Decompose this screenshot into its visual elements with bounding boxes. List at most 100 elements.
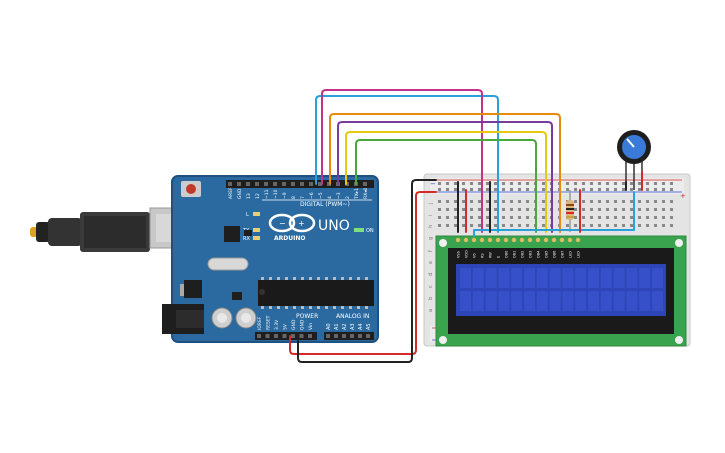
- digital-pin-label: 12: [255, 193, 261, 199]
- lcd-char-cell: [498, 268, 510, 288]
- digital-pin[interactable]: [282, 182, 286, 186]
- lcd-pin[interactable]: [463, 237, 469, 243]
- lcd-pin[interactable]: [479, 237, 485, 243]
- reset-button[interactable]: [186, 184, 196, 194]
- analog-pin[interactable]: [334, 334, 338, 338]
- power-header-label: POWER: [296, 313, 318, 320]
- usb-chip: [224, 226, 240, 242]
- analog-pin[interactable]: [358, 334, 362, 338]
- wire-cyan[interactable]: [315, 95, 499, 233]
- row-letter: f: [428, 250, 434, 252]
- lcd-char-cell: [472, 291, 484, 311]
- lcd-pin[interactable]: [551, 237, 557, 243]
- lcd-char-cell: [524, 291, 535, 311]
- digital-pin[interactable]: [291, 182, 295, 186]
- digital-pin[interactable]: [228, 182, 232, 186]
- lcd-pin[interactable]: [535, 237, 541, 243]
- lcd-pin-label: DB3: [529, 251, 533, 258]
- digital-pin[interactable]: [246, 182, 250, 186]
- power-pin[interactable]: [265, 334, 270, 338]
- lcd-char-cell: [460, 291, 471, 311]
- power-pin[interactable]: [274, 334, 278, 338]
- wire-red-power[interactable]: [289, 191, 437, 355]
- svg-text:+: +: [298, 219, 305, 228]
- resistor[interactable]: [566, 190, 574, 232]
- lcd-pin[interactable]: [543, 237, 549, 243]
- lcd-pin[interactable]: [527, 237, 533, 243]
- row-letter: e: [428, 261, 434, 264]
- digital-header-label: DIGITAL (PWM~): [300, 201, 350, 208]
- lcd-char-cell: [626, 268, 638, 288]
- power-pin-label: RESET: [266, 315, 272, 330]
- analog-pin[interactable]: [342, 334, 346, 338]
- analog-pin[interactable]: [326, 334, 330, 338]
- lcd-pin-label: LED: [577, 251, 581, 258]
- lcd-char-cell: [575, 291, 587, 311]
- power-pin[interactable]: [291, 334, 295, 338]
- power-pin-label: IOREF: [257, 316, 263, 330]
- lcd-char-cell: [536, 291, 548, 311]
- lcd-pin[interactable]: [511, 237, 517, 243]
- wire-green[interactable]: [355, 139, 537, 233]
- analog-pin[interactable]: [350, 334, 354, 338]
- lcd-char-cell: [613, 268, 625, 288]
- digital-pin[interactable]: [273, 182, 277, 186]
- wire-orange[interactable]: [329, 113, 561, 233]
- power-pin[interactable]: [299, 334, 304, 338]
- power-pin[interactable]: [282, 334, 287, 338]
- power-pin[interactable]: [308, 334, 312, 338]
- wire-purple[interactable]: [337, 121, 553, 233]
- digital-pin[interactable]: [318, 182, 322, 186]
- lcd-pin[interactable]: [519, 237, 525, 243]
- lcd-pin[interactable]: [495, 237, 501, 243]
- analog-pin-label: A2: [342, 323, 348, 330]
- power-pin-label: GND: [300, 319, 306, 330]
- lcd-pin-label: DB1: [513, 251, 517, 258]
- wire-cyan-pot[interactable]: [473, 191, 635, 237]
- power-pin[interactable]: [257, 334, 261, 338]
- lcd-pin[interactable]: [575, 237, 581, 243]
- digital-pin-label: ~6: [309, 192, 315, 199]
- digital-pin-label: AREF: [228, 187, 234, 199]
- digital-pin-label: ~11: [264, 189, 270, 199]
- row-letter: h: [428, 225, 434, 228]
- lcd-pin[interactable]: [487, 237, 493, 243]
- digital-pin[interactable]: [255, 182, 259, 186]
- wire-yellow[interactable]: [345, 131, 547, 233]
- lcd-pin-label: DB0: [505, 251, 509, 258]
- lcd-pin-label: DB4: [537, 250, 541, 258]
- crystal: [207, 257, 249, 271]
- power-pin-label: GND: [291, 319, 297, 330]
- lcd-pin[interactable]: [503, 237, 509, 243]
- wire-magenta[interactable]: [321, 89, 483, 233]
- lcd-pin[interactable]: [559, 237, 565, 243]
- arduino-logo-text: ARDUINO: [274, 235, 305, 242]
- wires: [289, 89, 643, 363]
- lcd-pin[interactable]: [471, 237, 477, 243]
- lcd-char-cell: [485, 268, 497, 288]
- potentiometer[interactable]: [617, 130, 651, 190]
- digital-pin[interactable]: [363, 182, 367, 186]
- digital-pin[interactable]: [237, 182, 241, 186]
- lcd-pin-label: DB7: [561, 251, 565, 258]
- lcd-pin[interactable]: [455, 237, 461, 243]
- digital-pin[interactable]: [300, 182, 304, 186]
- lcd-char-cell: [498, 291, 510, 311]
- lcd-pin[interactable]: [567, 237, 573, 243]
- digital-pin[interactable]: [309, 182, 313, 186]
- digital-pin-label: 7: [300, 196, 306, 199]
- lcd-char-cell: [536, 268, 548, 288]
- lcd-pin-label: DB6: [553, 251, 557, 258]
- wire-black-ground[interactable]: [297, 179, 437, 363]
- lcd-char-cell: [639, 291, 651, 311]
- analog-pin[interactable]: [366, 334, 370, 338]
- digital-pin[interactable]: [264, 182, 268, 186]
- lcd-char-cell: [626, 291, 638, 311]
- lcd-char-cell: [472, 268, 484, 288]
